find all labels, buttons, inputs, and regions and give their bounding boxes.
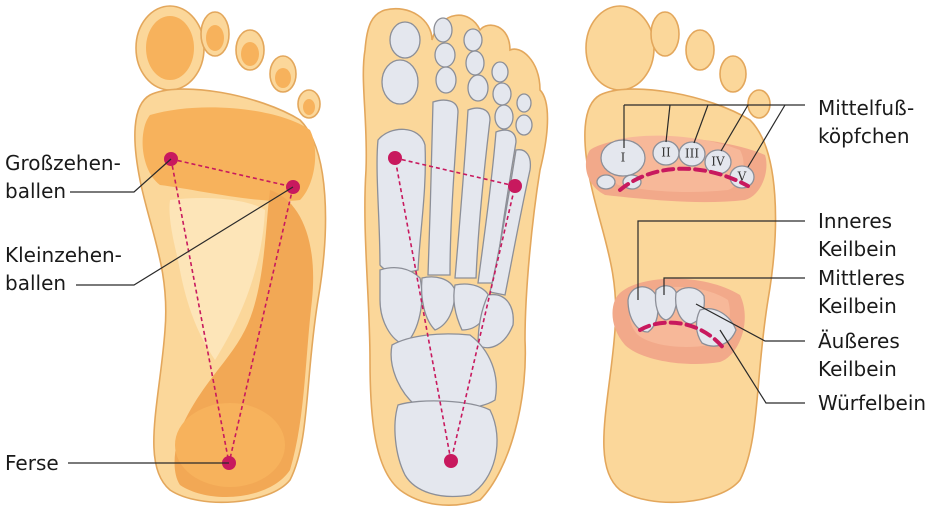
label-inneres-line1: Inneres bbox=[818, 209, 892, 233]
numeral-2: II bbox=[661, 146, 671, 160]
label-kleinzehenballen-line2: ballen bbox=[5, 271, 66, 295]
label-mittelfuss-line1: Mittelfuß- bbox=[818, 96, 914, 120]
right-foot-toe-3 bbox=[686, 30, 714, 70]
label-mittleres-line1: Mittleres bbox=[818, 266, 905, 290]
label-aeusseres-line1: Äußeres bbox=[818, 329, 900, 353]
label-grosszehenballen-line1: Großzehen- bbox=[5, 151, 121, 175]
left-foot bbox=[135, 6, 326, 502]
right-foot-toe-2 bbox=[651, 12, 679, 56]
label-inneres-line2: Keilbein bbox=[818, 237, 897, 261]
numeral-1: I bbox=[621, 151, 626, 165]
right-foot: I II III IV V bbox=[585, 6, 776, 502]
right-foot-toe-4 bbox=[720, 56, 746, 92]
label-kleinzehenballen-line1: Kleinzehen- bbox=[5, 243, 122, 267]
label-ferse: Ferse bbox=[5, 451, 59, 475]
right-foot-toe-5 bbox=[748, 90, 770, 118]
middle-foot bbox=[363, 9, 547, 505]
label-wuerfelbein: Würfelbein bbox=[818, 391, 926, 415]
label-mittleres-line2: Keilbein bbox=[818, 294, 897, 318]
numeral-3: III bbox=[685, 147, 699, 161]
label-mittelfuss-line2: köpfchen bbox=[818, 124, 910, 148]
numeral-4: IV bbox=[711, 155, 725, 169]
right-foot-big-toe bbox=[586, 6, 654, 90]
label-grosszehenballen-line2: ballen bbox=[5, 179, 66, 203]
label-aeusseres-line2: Keilbein bbox=[818, 357, 897, 381]
